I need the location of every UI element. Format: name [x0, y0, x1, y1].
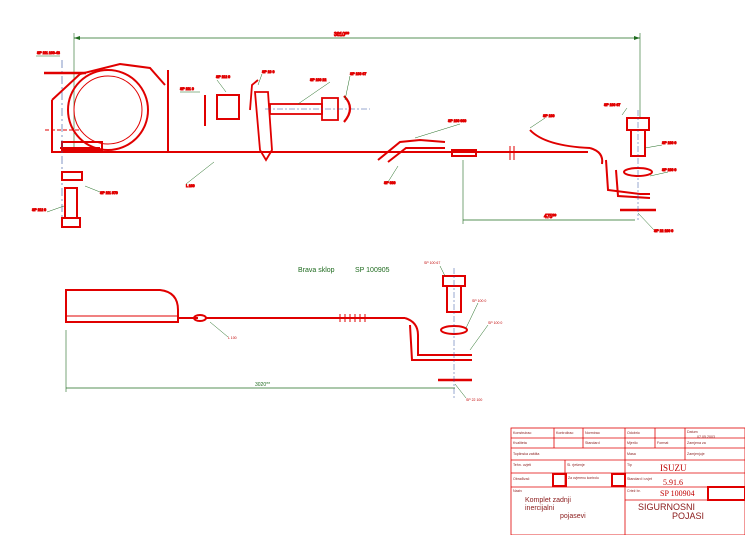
tb-row5-left: Obrađivač	[513, 477, 530, 481]
bottom-dimension: 3020**	[65, 330, 455, 392]
label-cable-left: L 100	[186, 184, 195, 188]
tb-row5-mid: Za ovjerenu kontrolu	[568, 476, 599, 480]
tb-row3-right-a: Masa	[627, 452, 636, 456]
cap	[343, 95, 352, 123]
tb-row5-right: Standard i uvjet	[627, 477, 652, 481]
label-nut-bottom-left: SP 112 0	[32, 208, 46, 212]
tb-row2-4: Zamjena za	[687, 441, 706, 445]
label-lower-washer: SP 100 0	[472, 299, 486, 303]
clip	[529, 129, 604, 165]
tb-crtez-label: Crtež br.	[627, 489, 641, 493]
label-bolt-bottom-left: SP 111 970	[100, 191, 118, 195]
bottom-overall-dim-text: 3020**	[255, 382, 270, 388]
top-overall-dim-text: 3810**	[334, 32, 349, 38]
label-washer-right: SP 100 0	[662, 141, 676, 145]
top-sub-dim-text: 475**	[544, 214, 556, 220]
leaders-top	[36, 55, 669, 231]
lower-assembly-title: Brava sklop	[298, 267, 335, 274]
tb-row2-1: Standard	[585, 441, 600, 445]
title-block	[510, 427, 745, 535]
label-clip: SP 100	[543, 114, 554, 118]
label-lower-cable: L 100	[228, 336, 237, 340]
top-assembly: 3810**	[32, 32, 677, 234]
label-bolt-right: SP 100 67	[604, 103, 620, 107]
tb-part-name-2: inercijalni	[525, 505, 555, 512]
tb-row4-mid: Sl. rješenje	[567, 463, 585, 467]
label-lower-plate: SP 100 0	[488, 321, 502, 325]
tb-header-3: Odobrio	[627, 431, 640, 435]
label-buckle: SP 100 000	[448, 119, 466, 123]
tb-header-4: Datum	[687, 430, 698, 434]
tb-part-name-3: pojasevi	[560, 513, 586, 520]
tb-vehicle-model: 5.91.6	[663, 478, 683, 487]
label-cap: SP 100 67	[350, 72, 366, 76]
lower-anchor	[438, 268, 472, 400]
tb-product-line1: SIGURNOSNI	[638, 502, 695, 512]
top-overall-dimension: 3810**	[73, 32, 641, 150]
lower-assembly: Brava sklop SP 100905	[65, 261, 502, 402]
retractor	[45, 60, 169, 230]
leaders-bottom	[209, 265, 489, 399]
buckle-cable	[178, 314, 472, 361]
tb-header-0: Konstruirao	[513, 431, 531, 435]
label-bracket: SP 10 0	[262, 70, 274, 74]
tb-row2-2: Mjerilo	[627, 441, 638, 445]
label-spacer: SP 111 0	[180, 87, 194, 91]
label-bolt-mid: SP 100 22	[310, 78, 326, 82]
tb-part-name-1: Komplet zadnji	[525, 497, 571, 504]
label-lower-bolt: SP 100 67	[424, 261, 440, 265]
buckle-housing	[65, 289, 179, 323]
tb-row4-right: Tip	[627, 463, 632, 467]
tb-header-1: Kontrolirao	[556, 431, 573, 435]
tb-row2-0: Kvaliteta	[513, 441, 527, 445]
top-sub-dimension: 475**	[462, 160, 635, 224]
spacer-group	[204, 94, 240, 126]
title-block-text: Konstruirao Kontrolirao Normirao Odobrio…	[513, 430, 715, 521]
tb-row3-left: Toplinska zaštita	[513, 452, 539, 456]
label-plate-right: SP 100 0	[662, 168, 676, 172]
tb-date: 07.05.2003	[697, 435, 715, 439]
tb-vehicle-brand: ISUZU	[660, 463, 687, 473]
label-lower-nut: SP 22 100	[466, 398, 482, 402]
label-nut-right: SP 22 100 0	[654, 229, 673, 233]
label-spacer-2: SP 112 0	[216, 75, 230, 79]
bolt-mid	[265, 97, 370, 121]
lower-assembly-code: SP 100905	[355, 267, 390, 274]
buckle-stalk	[377, 138, 477, 163]
right-anchor	[605, 110, 656, 220]
tb-row2-3: Format	[657, 441, 668, 445]
tb-naziv-label: Naziv	[513, 489, 522, 493]
tb-row4-left: Tehn. uvjeti	[513, 463, 531, 467]
tb-drawing-number: SP 100904	[660, 489, 695, 498]
bracket-anchor	[249, 79, 273, 162]
crimp-marks	[339, 314, 366, 322]
label-stalk: SP 000	[384, 181, 395, 185]
tb-product-line2: POJASI	[672, 511, 704, 521]
bolt-bottom-left	[61, 171, 83, 228]
tb-row3-right-b: Zamjenjuje	[687, 452, 705, 456]
label-washer-left: SP 111 100-43	[37, 51, 60, 55]
tb-header-2: Normirao	[585, 431, 600, 435]
